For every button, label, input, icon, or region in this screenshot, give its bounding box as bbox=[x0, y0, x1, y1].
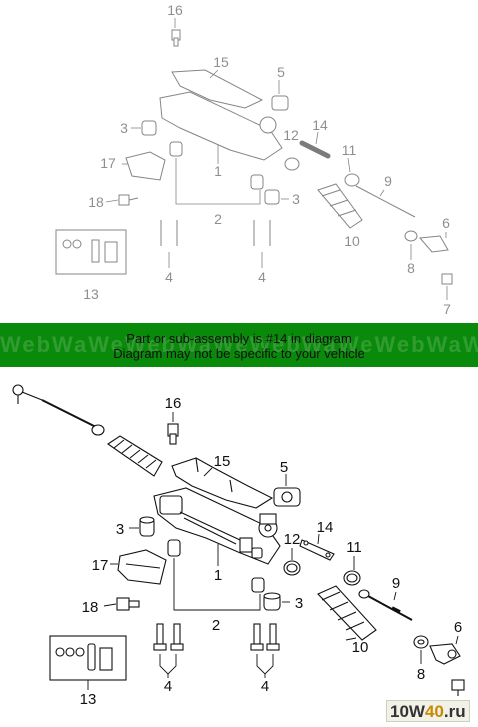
label-6: 6 bbox=[454, 619, 462, 636]
part-2-bushing-right bbox=[251, 577, 265, 593]
part-11-clamp bbox=[343, 570, 361, 586]
top-part-7-nut bbox=[441, 273, 453, 285]
part-4-studs-right bbox=[250, 623, 280, 651]
label-3a: 3 bbox=[116, 521, 124, 538]
part-5-mount bbox=[273, 487, 301, 507]
top-part-11-clamp bbox=[344, 173, 360, 187]
top-part-1-gear bbox=[159, 91, 283, 161]
logo-prefix: 10W bbox=[390, 702, 425, 721]
top-part-6-end bbox=[418, 235, 449, 253]
top-label-3b: 3 bbox=[292, 191, 300, 207]
top-label-12: 12 bbox=[283, 127, 299, 143]
label-13: 13 bbox=[80, 691, 97, 708]
sub-assembly-banner: WebWaWeWebWaWeWebWaWeWebWaWe Part or sub… bbox=[0, 323, 478, 367]
top-part-16-bolt bbox=[171, 29, 181, 47]
part-boot-left bbox=[107, 435, 163, 477]
logo-mid: 40 bbox=[424, 702, 444, 721]
banner-line-1: Part or sub-assembly is #14 in diagram bbox=[126, 331, 352, 346]
top-label-7: 7 bbox=[443, 301, 451, 317]
top-part-3-bushing bbox=[141, 120, 157, 136]
part-4-studs-left bbox=[153, 623, 184, 651]
label-8: 8 bbox=[417, 666, 425, 683]
top-label-13: 13 bbox=[83, 286, 99, 302]
part-3-bushing-upper bbox=[139, 516, 155, 537]
top-label-1: 1 bbox=[214, 163, 222, 179]
top-part-10-boot bbox=[317, 183, 363, 229]
part-3-bushing-lower bbox=[263, 592, 281, 611]
part-15-heat-shield bbox=[171, 457, 274, 509]
top-label-11: 11 bbox=[342, 142, 357, 158]
top-part-14-bracket bbox=[299, 140, 331, 159]
top-diagram: 16 15 5 3 14 12 17 1 11 9 18 2 3 6 10 4 … bbox=[55, 2, 453, 317]
top-label-6: 6 bbox=[442, 215, 450, 231]
label-11: 11 bbox=[346, 539, 362, 556]
banner-watermark: WebWaWeWebWaWeWebWaWeWebWaWe bbox=[0, 332, 478, 357]
part-10-boot-right bbox=[317, 585, 377, 641]
top-label-2: 2 bbox=[214, 211, 222, 227]
label-14: 14 bbox=[317, 519, 334, 536]
top-part-4-studs-left bbox=[160, 220, 178, 246]
top-label-9: 9 bbox=[384, 173, 392, 189]
top-label-4a: 4 bbox=[165, 269, 173, 285]
part-17-bracket bbox=[117, 549, 167, 585]
top-label-16: 16 bbox=[167, 2, 183, 18]
top-label-5: 5 bbox=[277, 64, 285, 80]
part-16-bolt bbox=[167, 423, 179, 445]
top-label-15: 15 bbox=[213, 54, 229, 70]
logo-suffix: .ru bbox=[443, 702, 466, 721]
label-15: 15 bbox=[214, 453, 231, 470]
top-label-3a: 3 bbox=[120, 120, 128, 136]
top-part-5-mount bbox=[271, 95, 289, 111]
top-label-10: 10 bbox=[344, 233, 360, 249]
bottom-diagram: 16 15 5 3 14 12 11 17 1 9 18 2 3 6 10 8 … bbox=[12, 384, 465, 726]
top-part-12-clamp bbox=[284, 157, 300, 171]
top-label-8: 8 bbox=[407, 260, 415, 276]
label-10: 10 bbox=[352, 639, 369, 656]
top-label-18: 18 bbox=[88, 194, 104, 210]
top-part-4-studs-right bbox=[253, 220, 271, 246]
label-1: 1 bbox=[214, 567, 222, 584]
label-4a: 4 bbox=[164, 678, 172, 695]
top-part-9-rod bbox=[355, 185, 416, 218]
label-2: 2 bbox=[212, 617, 220, 634]
top-part-8-nut bbox=[404, 230, 418, 242]
label-16: 16 bbox=[165, 395, 182, 412]
label-4b: 4 bbox=[261, 678, 269, 695]
part-outer-tie-rod-left bbox=[12, 384, 105, 436]
top-label-17: 17 bbox=[100, 155, 116, 171]
label-3b: 3 bbox=[295, 595, 303, 612]
banner-line-2: Diagram may not be specific to your vehi… bbox=[113, 346, 365, 361]
label-12: 12 bbox=[284, 531, 301, 548]
part-6-tie-rod-end bbox=[429, 643, 461, 665]
top-part-15-shield bbox=[171, 69, 264, 109]
top-label-14: 14 bbox=[312, 117, 328, 133]
top-label-4b: 4 bbox=[258, 269, 266, 285]
part-9-tie-rod bbox=[358, 589, 413, 621]
top-part-18-bolt bbox=[118, 194, 139, 206]
site-logo: 10W40.ru bbox=[386, 700, 470, 722]
top-part-17-bracket bbox=[125, 151, 166, 181]
label-9: 9 bbox=[392, 575, 400, 592]
part-7-nut bbox=[451, 679, 465, 696]
label-5: 5 bbox=[280, 459, 288, 476]
label-18: 18 bbox=[82, 599, 99, 616]
part-12-clamp bbox=[283, 560, 301, 576]
label-17: 17 bbox=[92, 557, 109, 574]
part-8-jam-nut bbox=[413, 635, 429, 649]
part-18-bolt bbox=[116, 597, 140, 611]
part-2-bushing-left bbox=[167, 539, 181, 557]
